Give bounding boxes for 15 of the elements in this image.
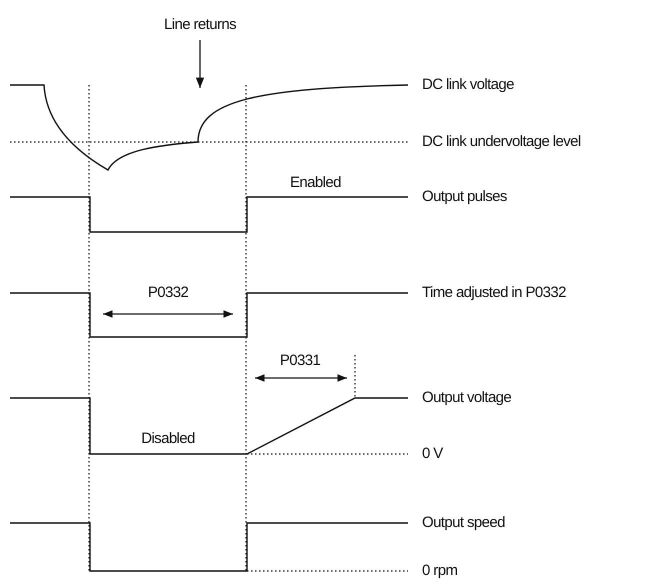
- level-name: DC link undervoltage level: [422, 133, 581, 151]
- voltage-waveform: [10, 84, 408, 171]
- signal-name: Output voltage: [422, 389, 512, 407]
- level-name: 0 rpm: [422, 562, 458, 580]
- signal-name: Output pulses: [422, 188, 507, 206]
- parameter-label: P0331: [280, 352, 320, 370]
- arrow: [196, 40, 204, 88]
- annotation-text: Line returns: [164, 16, 236, 34]
- signal-name: Output speed: [422, 514, 505, 532]
- signal-name: Time adjusted in P0332: [422, 284, 566, 302]
- state-label: Disabled: [141, 430, 195, 448]
- parameter-label: P0332: [148, 284, 188, 302]
- signal-name: DC link voltage: [422, 76, 514, 94]
- state-label: Enabled: [290, 174, 341, 192]
- level-name: 0 V: [422, 445, 443, 463]
